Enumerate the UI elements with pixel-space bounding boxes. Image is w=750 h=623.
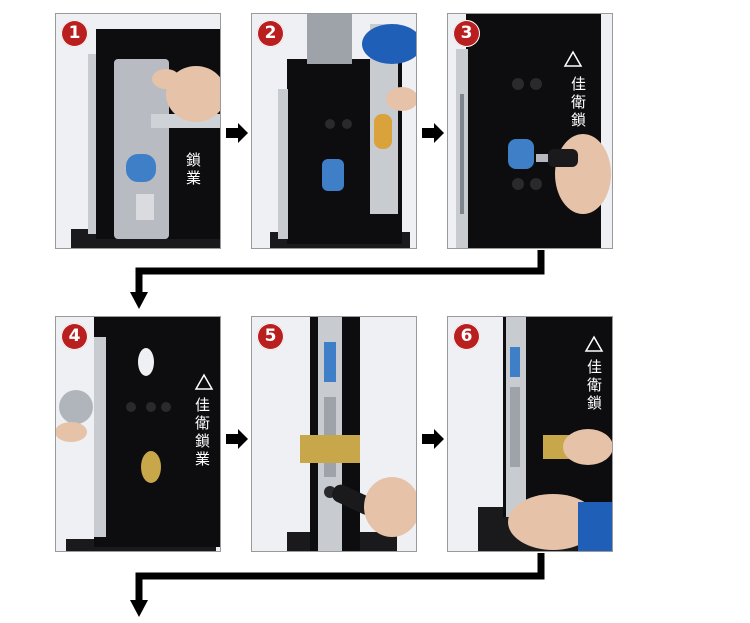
step-1-panel: 1 鎖業 (55, 13, 221, 249)
brand-text: 佳衛鎖 (585, 359, 603, 413)
step-2-panel: 2 (251, 13, 417, 249)
right-arrow-icon (226, 123, 248, 143)
brand-text: 佳衛鎖 (569, 76, 587, 130)
step-2-photo (252, 14, 416, 248)
right-arrow-icon (422, 123, 444, 143)
step-number-badge: 4 (61, 323, 88, 350)
step-number-badge: 2 (257, 20, 284, 47)
step-number-badge: 6 (453, 323, 480, 350)
step-5-panel: 5 (251, 316, 417, 552)
brand-text: 佳衛鎖業 (193, 397, 211, 469)
step-number-badge: 1 (61, 20, 88, 47)
step-3-photo (448, 14, 612, 248)
right-arrow-icon (422, 429, 444, 449)
down-connector-arrow-icon (130, 250, 545, 309)
step-5-photo (252, 317, 416, 551)
step-4-panel: 4 佳衛鎖業 (55, 316, 221, 552)
step-number-badge: 3 (453, 20, 480, 47)
down-connector-arrow-icon (130, 553, 545, 617)
step-number-badge: 5 (257, 323, 284, 350)
step-1-photo (56, 14, 220, 248)
step-6-photo (448, 317, 612, 551)
brand-text: 鎖業 (184, 152, 202, 188)
step-4-photo (56, 317, 220, 551)
right-arrow-icon (226, 429, 248, 449)
step-6-panel: 6 佳衛鎖 (447, 316, 613, 552)
step-3-panel: 3 佳衛鎖 (447, 13, 613, 249)
